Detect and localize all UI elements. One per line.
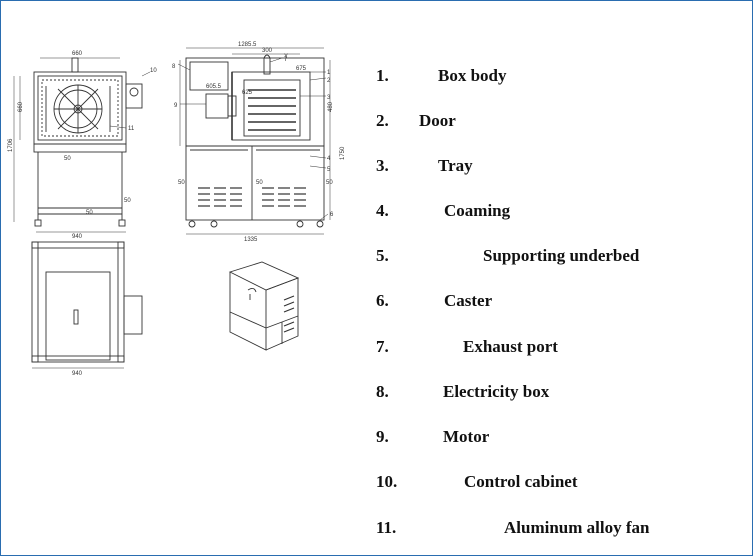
callout-number: 6 — [330, 212, 334, 218]
side-view — [177, 47, 331, 235]
dim-text: 675 — [296, 66, 307, 72]
callout-number: 10 — [150, 68, 157, 74]
dim-text: 940 — [72, 234, 83, 240]
legend-label: Door — [419, 111, 456, 130]
dim-text: 1335 — [244, 237, 258, 243]
legend-number: 1. — [376, 66, 389, 85]
dim-text: 625 — [242, 90, 253, 96]
plan-view — [31, 241, 143, 369]
dim-text: 50 — [124, 198, 131, 204]
dim-text: 940 — [72, 371, 83, 377]
legend-number: 6. — [376, 291, 389, 310]
dim-text: 1285.5 — [238, 42, 257, 48]
legend-label: Caster — [444, 291, 493, 310]
callout-number: 9 — [174, 103, 178, 109]
dim-text: 300 — [262, 48, 273, 54]
dim-text: 50 — [86, 210, 93, 216]
dim-text: 50 — [178, 180, 185, 186]
callout-number: 8 — [172, 64, 176, 70]
dim-text: 1706 — [8, 138, 14, 152]
legend-label: Motor — [443, 427, 490, 446]
legend-number: 11. — [376, 518, 397, 537]
dim-text: Y — [284, 54, 288, 60]
legend-label: Aluminum alloy fan — [504, 518, 650, 537]
callout-number: 2 — [327, 78, 331, 84]
legend-label: Control cabinet — [464, 472, 578, 491]
dim-text: 1750 — [340, 146, 346, 160]
callout-number: 1 — [327, 70, 331, 76]
legend-number: 7. — [376, 337, 389, 356]
legend-label: Tray — [438, 156, 473, 175]
legend-number: 10. — [376, 472, 398, 491]
legend-label: Coaming — [444, 201, 511, 220]
dim-text: 50 — [256, 180, 263, 186]
parts-legend: 1. Box body 2. Door 3. Tray 4. Coaming 5… — [376, 0, 753, 556]
dim-text: 480 — [328, 101, 334, 112]
legend-number: 3. — [376, 156, 389, 175]
front-view — [13, 57, 151, 233]
dim-text: 50 — [326, 180, 333, 186]
legend-number: 8. — [376, 382, 389, 401]
legend-number: 4. — [376, 201, 389, 220]
isometric-view — [228, 261, 300, 351]
legend-number: 9. — [376, 427, 389, 446]
dim-text: 50 — [64, 156, 71, 162]
dim-text: 660 — [72, 51, 83, 57]
technical-drawing: 660 660 1706 50 50 50 940 10 11 1285.5 3… — [8, 42, 346, 377]
legend-label: Box body — [438, 66, 507, 85]
callout-number: 3 — [327, 95, 331, 101]
dim-text: 660 — [18, 101, 24, 112]
dim-text: 605.5 — [206, 84, 222, 90]
legend-number: 2. — [376, 111, 389, 130]
callout-number: 7 — [284, 57, 288, 63]
callout-number: 5 — [327, 167, 331, 173]
legend-label: Supporting underbed — [483, 246, 640, 265]
callout-number: 11 — [128, 126, 135, 132]
legend-label: Electricity box — [443, 382, 550, 401]
legend-label: Exhaust port — [463, 337, 558, 356]
legend-number: 5. — [376, 246, 389, 265]
callout-number: 4 — [327, 156, 331, 162]
